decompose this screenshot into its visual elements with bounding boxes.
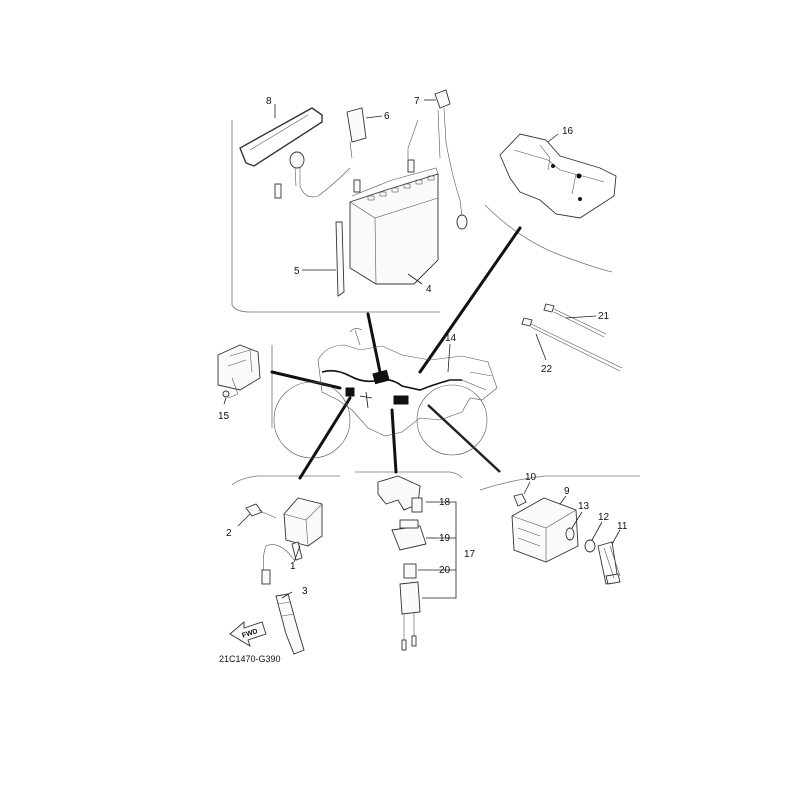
callout-19: 19 [439, 533, 451, 544]
terminal-cover-negative [274, 107, 367, 199]
battery-bracket [499, 133, 617, 219]
drawing-code: 21C1470-G390 [219, 654, 281, 664]
callout-leaders [223, 99, 621, 599]
section-leaders [270, 226, 522, 480]
ignition-coil [245, 497, 323, 655]
callout-14: 14 [445, 333, 457, 344]
fwd-label: FWD [241, 628, 258, 640]
callout-20: 20 [439, 565, 451, 576]
callout-11: 11 [617, 521, 628, 532]
section-frames [231, 120, 640, 491]
callout-6: 6 [384, 111, 390, 122]
callout-1: 1 [290, 561, 296, 572]
callout-13: 13 [578, 501, 590, 512]
callout-15: 15 [218, 411, 230, 422]
callout-4: 4 [426, 284, 432, 295]
rectifier-regulator [511, 493, 621, 585]
motorcycle-outline [273, 328, 498, 459]
callout-labels: 8 6 7 16 5 4 21 14 22 15 10 9 18 13 12 1… [218, 96, 628, 597]
leader-to-relay [270, 370, 342, 390]
breather-hose [335, 221, 345, 297]
leader-to-battery [366, 312, 382, 374]
callout-9: 9 [564, 486, 570, 497]
callout-3: 3 [302, 586, 308, 597]
callout-16: 16 [562, 126, 574, 137]
fuse-box-assembly [377, 475, 427, 651]
fwd-arrow [229, 621, 267, 648]
callout-8: 8 [266, 96, 272, 107]
starter-relay [217, 344, 261, 399]
callout-5: 5 [294, 266, 300, 277]
battery [349, 159, 439, 285]
callout-18: 18 [439, 497, 451, 508]
leader-to-bracket [418, 226, 522, 374]
callout-12: 12 [598, 512, 610, 523]
callout-22: 22 [541, 364, 553, 375]
leader-to-fuse [390, 408, 398, 474]
callout-2: 2 [226, 528, 232, 539]
callout-21: 21 [598, 311, 610, 322]
callout-7: 7 [414, 96, 420, 107]
battery-band [239, 107, 323, 167]
leader-to-coil [298, 396, 352, 480]
cable-ties [521, 303, 623, 372]
callout-10: 10 [525, 472, 537, 483]
callout-17: 17 [464, 549, 476, 560]
positive-lead [407, 89, 468, 230]
leader-to-rectifier [427, 404, 501, 473]
